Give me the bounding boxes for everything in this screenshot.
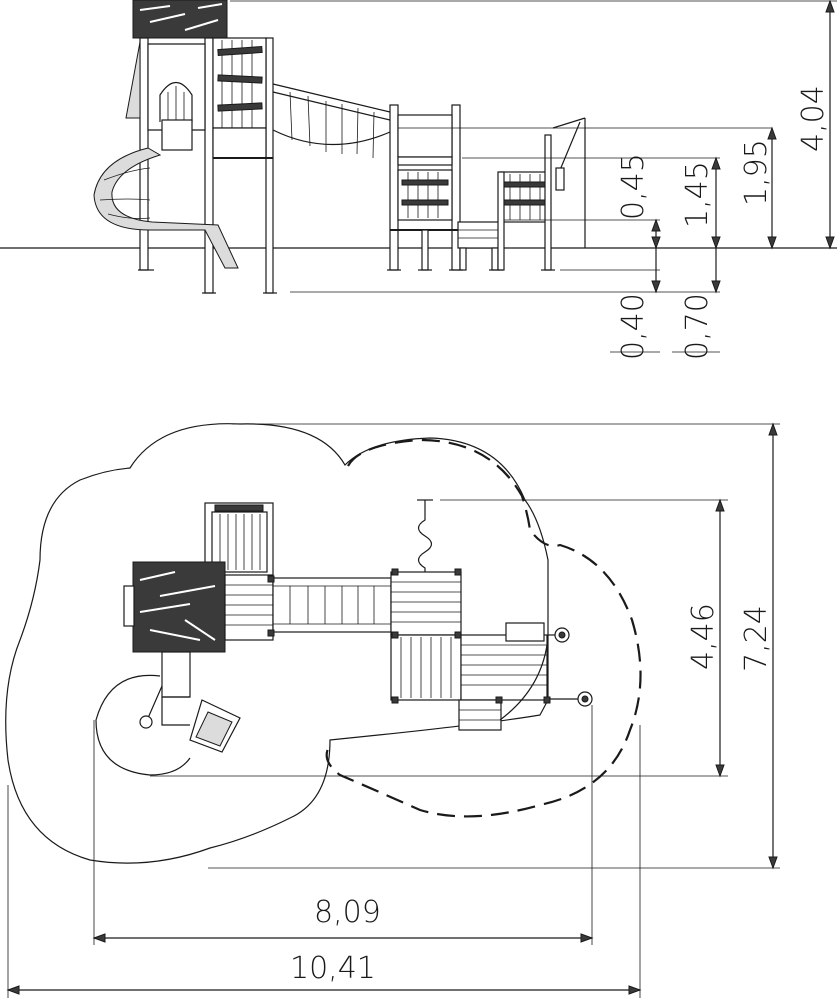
dim-foundation-deep: 0,70 <box>680 293 715 360</box>
foundations <box>138 269 555 294</box>
tower-side-panel <box>212 37 273 159</box>
low-platform <box>497 134 552 271</box>
dashed-safety-zone <box>325 438 642 818</box>
telescope <box>552 117 586 248</box>
tower-deck-top <box>204 502 274 577</box>
plan-dimension-lines <box>6 422 780 998</box>
low-platform-plan <box>458 622 551 731</box>
spiral-slide <box>93 147 239 269</box>
wavy-pole-plan <box>417 499 433 572</box>
dim-width-inner: 8,09 <box>314 895 381 930</box>
dim-depth-outer: 7,24 <box>739 605 774 672</box>
elevation-dimension-lines <box>290 0 835 353</box>
tower-roof <box>132 0 228 39</box>
dim-width-outer: 10,41 <box>290 951 376 986</box>
steps <box>457 221 503 271</box>
tower-panel <box>125 41 206 151</box>
dim-platform-low: 1,45 <box>680 161 715 228</box>
slide-zone <box>95 674 191 776</box>
dim-step: 0,45 <box>616 153 651 220</box>
elevation-view: 4,04 1,95 1,45 0,45 0,40 0,70 <box>0 0 837 360</box>
bridge-plan <box>267 575 392 637</box>
slide-plan <box>139 651 241 753</box>
tower-deck-right <box>224 574 274 641</box>
dim-platform-high: 1,95 <box>739 139 774 206</box>
right-platform <box>389 104 461 271</box>
tower-roof-plan <box>123 561 226 653</box>
dim-total-height: 4,04 <box>796 85 831 152</box>
rope-bridge <box>272 83 391 159</box>
dim-foundation-shallow: 0,40 <box>616 293 651 360</box>
telescope-plan <box>548 627 593 707</box>
dim-depth-inner: 4,46 <box>686 603 721 670</box>
plan-view: 4,46 7,24 8,09 10,41 <box>5 422 780 998</box>
right-platform-plan <box>390 568 462 704</box>
